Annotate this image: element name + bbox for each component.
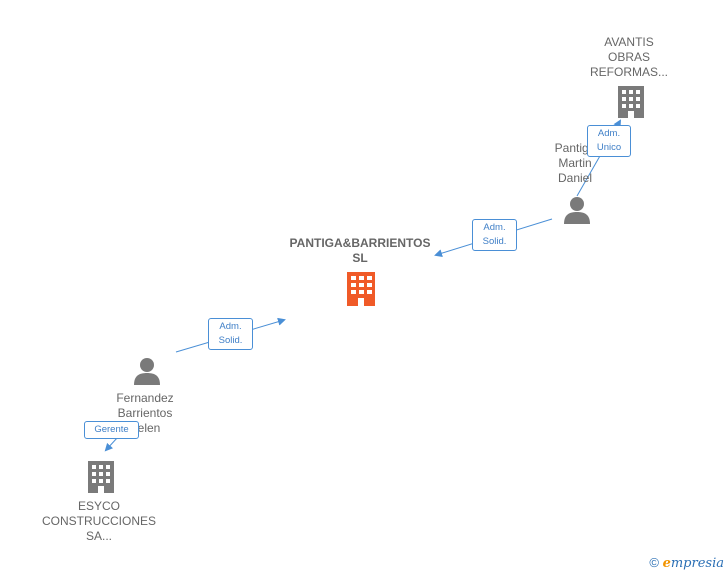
- edge-badge-adm-solid-top[interactable]: Adm. Solid.: [472, 219, 517, 251]
- empresia-footer: © empresia: [649, 555, 724, 571]
- empresia-logo: empresia: [662, 556, 724, 571]
- edge-badge-adm-unico[interactable]: Adm. Unico: [587, 125, 631, 157]
- copyright-icon: ©: [649, 555, 659, 570]
- person-icon[interactable]: [562, 195, 592, 225]
- edge-badge-gerente[interactable]: Gerente: [84, 421, 139, 439]
- node-esyco-label[interactable]: ESYCO CONSTRUCCIONES SA...: [41, 499, 156, 543]
- building-icon[interactable]: [345, 270, 377, 308]
- node-pantiga-label[interactable]: Pantiga Martin Daniel: [554, 141, 596, 185]
- building-icon[interactable]: [86, 459, 116, 495]
- edge-badge-adm-solid-left[interactable]: Adm. Solid.: [208, 318, 253, 350]
- building-icon[interactable]: [616, 84, 646, 120]
- node-avantis-label[interactable]: AVANTIS OBRAS REFORMAS...: [589, 35, 668, 79]
- node-main-company-label[interactable]: PANTIGA&BARRIENTOS SL: [289, 236, 431, 265]
- person-icon[interactable]: [132, 356, 162, 386]
